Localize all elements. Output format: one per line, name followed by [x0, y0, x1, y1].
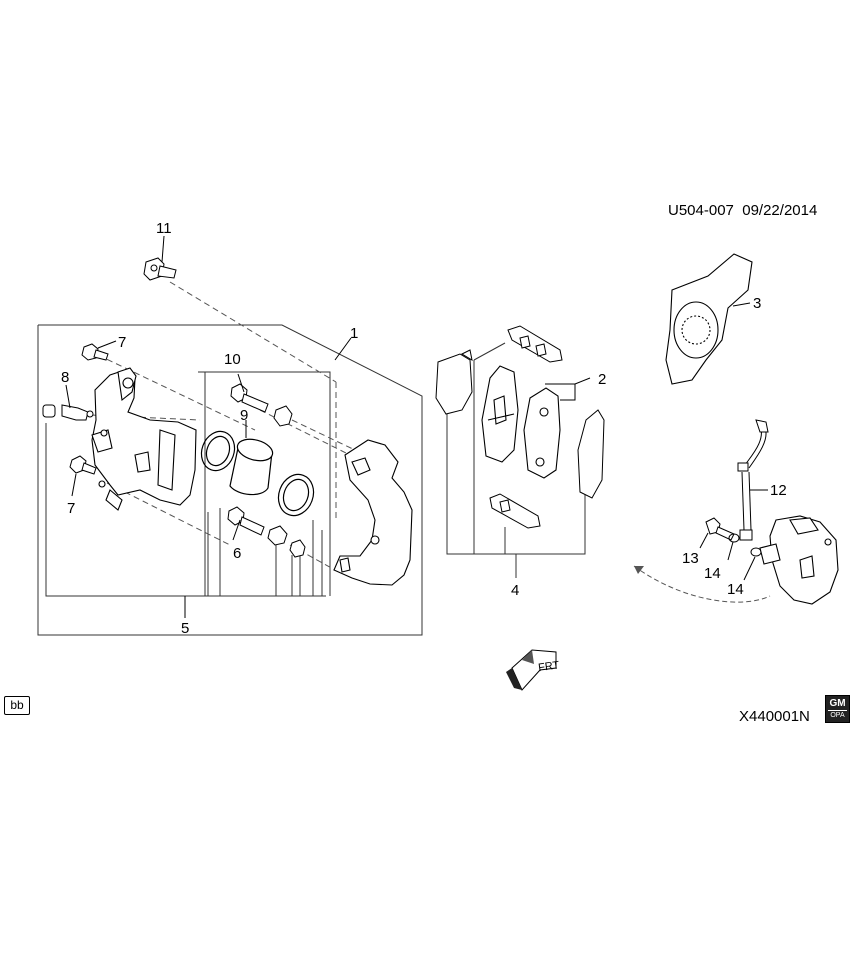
callout-6: 6 [233, 545, 241, 562]
guide-pin-boots [267, 405, 306, 558]
guide-pin-part-6 [227, 506, 265, 536]
callout-leaders [65, 235, 768, 618]
bracket-bolt-part-11 [143, 257, 177, 281]
front-direction-arrow: FRT [506, 649, 560, 691]
brake-pad-outer [523, 387, 561, 479]
caliper-mounting-bracket [333, 439, 413, 586]
brake-hose-part-12 [737, 419, 769, 541]
piston-part-9 [229, 438, 274, 496]
bleeder-bolt-part-7-upper [81, 343, 109, 361]
piston-seal [200, 430, 236, 472]
callout-5: 5 [181, 620, 189, 637]
logo-top-text: GM [828, 698, 847, 711]
guide-bolt-part-7-lower [69, 455, 97, 475]
hose-routing-arrowhead [634, 566, 644, 574]
callout-14-left: 14 [704, 565, 721, 582]
callout-10: 10 [224, 351, 241, 368]
callout-2: 2 [598, 371, 606, 388]
callout-14-right: 14 [727, 581, 744, 598]
callout-3: 3 [753, 295, 761, 312]
callout-12: 12 [770, 482, 787, 499]
reference-code: U504-007 [668, 202, 734, 219]
dust-boot [277, 473, 315, 517]
callout-8: 8 [61, 369, 69, 386]
callout-11: 11 [156, 220, 172, 237]
caliper-assembly-outline [37, 324, 423, 636]
gm-opa-logo: GM OPA [825, 695, 850, 723]
pad-kit-bracket [446, 342, 586, 578]
front-direction-label: FRT [537, 659, 560, 674]
callout-1: 1 [350, 325, 358, 342]
anti-rattle-clip-upper [507, 325, 563, 363]
reference-date: 09/22/2014 [742, 202, 818, 219]
pad-wear-indicator-clip [435, 349, 473, 415]
anti-rattle-clip-lower [489, 493, 541, 529]
section-badge: bb [4, 696, 30, 715]
banjo-bolt-part-13 [705, 517, 735, 541]
bleeder-valve-part-8 [42, 404, 94, 421]
callout-13: 13 [682, 550, 699, 567]
caliper-reference-view [759, 515, 839, 605]
callout-7-upper: 7 [118, 334, 126, 351]
diagram-reference-header: U504-007 09/22/2014 [668, 202, 817, 219]
pad-shim [577, 409, 605, 499]
guide-pin-part-10 [230, 383, 269, 413]
logo-bottom-text: OPA [830, 712, 845, 719]
caliper-housing-part-5 [91, 367, 197, 511]
illustration-code: X440001N [739, 708, 810, 725]
callout-4: 4 [511, 582, 519, 599]
callout-9: 9 [240, 407, 248, 424]
hose-routing-arrow [633, 565, 771, 603]
brake-pad-inner-part-2 [481, 365, 519, 463]
splash-shield-part-3 [665, 253, 753, 385]
callout-7-lower: 7 [67, 500, 75, 517]
